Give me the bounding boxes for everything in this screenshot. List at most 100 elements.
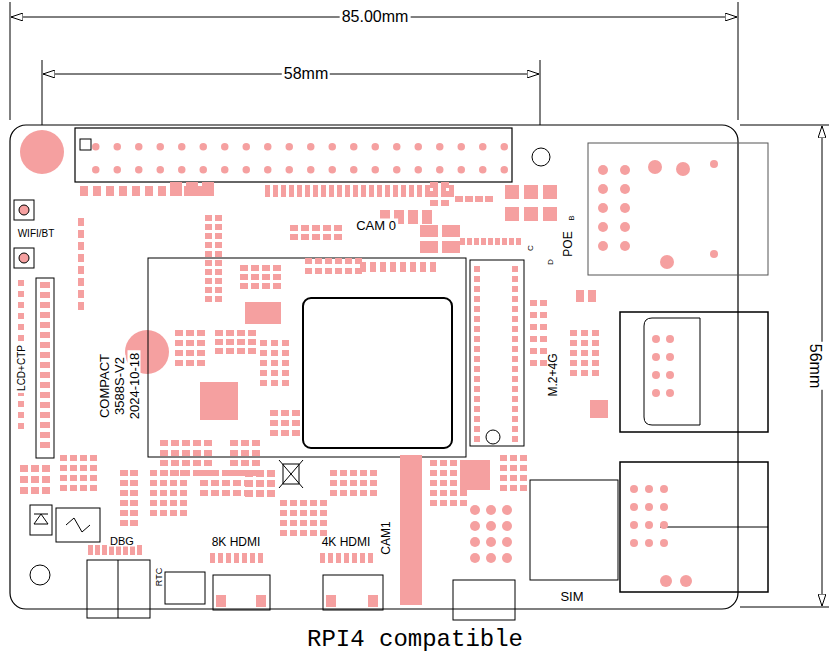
solder-pad [226, 553, 231, 563]
solder-pad [440, 500, 447, 506]
solder-pad [645, 503, 653, 511]
solder-pad [530, 312, 537, 318]
solder-pad [215, 287, 222, 293]
solder-pad [660, 485, 668, 493]
solder-pad [186, 182, 198, 196]
solder-pad [502, 537, 512, 547]
solder-pad [325, 258, 332, 264]
solder-pad [474, 436, 480, 442]
solder-pad [350, 143, 358, 151]
solder-pad [512, 306, 518, 312]
silk-label: COMPACT [98, 352, 111, 420]
solder-pad [325, 268, 332, 274]
solder-pad [581, 330, 588, 336]
silk-label: POE [562, 229, 574, 258]
solder-pad [281, 420, 289, 426]
solder-pad [449, 185, 454, 197]
solder-pad [256, 470, 264, 477]
solder-pad [540, 300, 547, 306]
solder-pad [215, 269, 222, 275]
solder-pad [78, 278, 84, 286]
solder-pad [180, 470, 187, 476]
solder-pad [442, 225, 460, 237]
solder-pad [40, 412, 50, 418]
solder-pad [171, 460, 179, 466]
solder-pad [422, 210, 432, 224]
solder-pad [415, 143, 423, 151]
solder-pad [273, 185, 278, 197]
solder-pad [256, 595, 266, 607]
solder-pad [18, 412, 24, 418]
solder-pad [211, 470, 219, 476]
solder-pad [581, 340, 588, 346]
solder-pad [329, 143, 337, 151]
solder-pad [300, 530, 307, 536]
solder-pad [436, 166, 444, 174]
solder-pad [218, 553, 223, 563]
solder-pad [215, 348, 223, 354]
solder-pad [18, 313, 24, 319]
silk-label: WIFI/BT [16, 229, 57, 239]
solder-pad [234, 553, 239, 563]
solder-pad [543, 185, 557, 199]
solder-pad [205, 233, 212, 239]
solder-pad [250, 553, 255, 563]
solder-pad [80, 186, 88, 196]
solder-pad [307, 143, 315, 151]
solder-pad [90, 485, 97, 491]
solder-pad [660, 503, 668, 511]
solder-pad [292, 410, 300, 416]
solder-pad [18, 423, 24, 429]
solder-pad [441, 200, 449, 206]
solder-pad [251, 274, 259, 280]
antenna-connector [14, 200, 34, 220]
solder-pad [305, 268, 312, 274]
solder-pad [512, 416, 518, 422]
solder-pad [205, 242, 212, 248]
usb-port [660, 527, 768, 528]
solder-pad [18, 324, 24, 330]
solder-pad [417, 185, 422, 197]
solder-pad [42, 465, 50, 472]
solder-pad [92, 166, 100, 174]
solder-pad [248, 348, 256, 354]
solder-pad [31, 465, 39, 472]
solder-pad [106, 186, 114, 196]
solder-pad [512, 336, 518, 342]
solder-pad [244, 470, 252, 476]
lcd-connector [36, 278, 54, 458]
solder-pad [109, 545, 114, 555]
solder-pad [630, 521, 638, 529]
solder-pad [648, 160, 662, 174]
solder-pad [310, 530, 317, 536]
solder-pad [620, 222, 630, 232]
solder-pad [160, 470, 168, 476]
solder-pad [520, 455, 527, 461]
solder-pad [329, 185, 334, 197]
solder-pad [334, 225, 342, 231]
solder-pad [251, 265, 259, 271]
solder-pad [31, 487, 39, 494]
solder-pad [312, 225, 320, 231]
solder-pad [430, 490, 437, 496]
solder-pad [410, 262, 416, 272]
solder-pad [510, 485, 517, 491]
solder-pad [485, 196, 493, 202]
solder-pad [380, 262, 386, 272]
solder-pad [230, 440, 238, 446]
solder-pad [95, 545, 100, 555]
solder-pad [350, 490, 357, 496]
solder-pad [260, 340, 267, 346]
usb-port [644, 318, 700, 425]
solder-pad [197, 350, 205, 356]
solder-pad [360, 262, 366, 272]
solder-pad [474, 416, 480, 422]
solder-pad [620, 203, 630, 213]
solder-pad [180, 510, 187, 516]
solder-pad [215, 224, 222, 230]
solder-pad [202, 182, 214, 196]
solder-pad [474, 396, 480, 402]
solder-pad [305, 185, 310, 197]
silk-label: LCD+CTP [17, 343, 27, 393]
solder-pad [245, 470, 253, 477]
